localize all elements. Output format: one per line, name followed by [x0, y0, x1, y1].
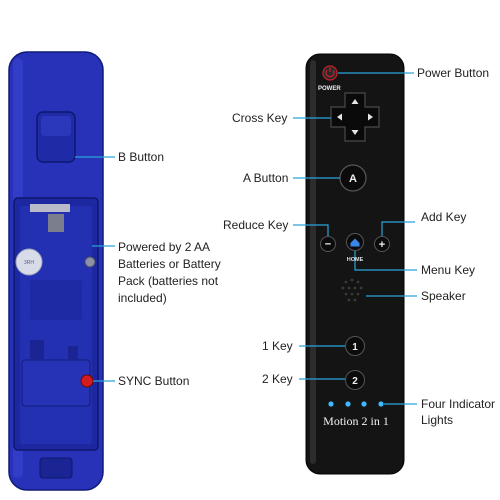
- label-a-button: A Button: [243, 171, 289, 185]
- label-speaker: Speaker: [421, 289, 466, 303]
- label-menu-key: Menu Key: [421, 263, 476, 277]
- brand-text: Motion 2 in 1: [323, 414, 389, 428]
- label-add-key: Add Key: [421, 210, 467, 224]
- reduce-key-text: −: [325, 239, 331, 251]
- key-2-text: 2: [352, 376, 358, 387]
- label-2-key: 2 Key: [262, 372, 293, 386]
- leader-lines: [75, 72, 417, 405]
- minus-icon: [320, 236, 336, 252]
- label-sync-button: SYNC Button: [118, 374, 190, 388]
- indicator-lights: [328, 401, 384, 407]
- power-icon: [322, 65, 338, 81]
- b-button: [36, 111, 76, 163]
- power-text: POWER: [318, 86, 341, 92]
- sync-button: [80, 374, 94, 388]
- label-cross-key: Cross Key: [232, 111, 288, 125]
- key-1-text: 1: [352, 342, 358, 353]
- add-key-text: +: [379, 239, 385, 251]
- cross-key-icon: [330, 92, 380, 142]
- key-2-button: [345, 370, 365, 390]
- battery-sticker-text: 3RH: [24, 260, 34, 266]
- label-1-key: 1 Key: [262, 339, 293, 353]
- home-text: HOME: [347, 257, 364, 263]
- label-indicator-lights: Four Indicator Lights: [421, 397, 496, 427]
- speaker-icon: [341, 278, 363, 302]
- blue-remote-back: [8, 51, 104, 491]
- a-button-text: A: [349, 173, 357, 185]
- label-b-button: B Button: [118, 150, 165, 164]
- home-icon: [346, 233, 364, 251]
- key-1-button: [345, 336, 365, 356]
- battery-compartment: [13, 197, 99, 451]
- label-battery: Powered by 2 AA Batteries or Battery Pac…: [118, 240, 221, 305]
- label-power-button: Power Button: [417, 66, 490, 80]
- plus-icon: [374, 236, 390, 252]
- label-reduce-key: Reduce Key: [223, 218, 289, 232]
